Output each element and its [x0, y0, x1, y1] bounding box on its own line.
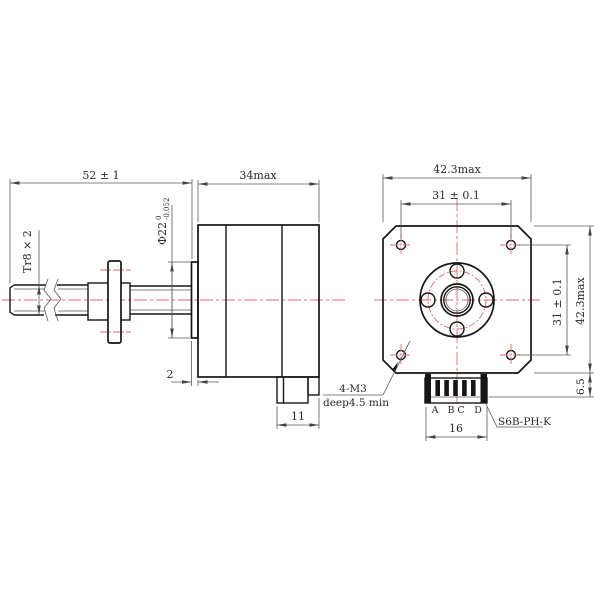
dim-width-max: 42.3max — [382, 163, 532, 222]
pilot-boss-circle — [419, 262, 495, 338]
connector-protrusion-label: 6.5 — [575, 378, 587, 395]
thread-dim-label: Tr8 × 2 — [21, 230, 34, 273]
connector-pins — [435, 380, 476, 396]
boss-protrusion-label: 2 — [167, 368, 174, 381]
height-max-label: 42.3max — [574, 277, 587, 325]
faceplate-screws — [420, 263, 494, 337]
width-max-label: 42.3max — [433, 163, 481, 176]
mounting-holes-label: 4-M3 — [339, 383, 367, 395]
overall-length-label: 52 ± 1 — [82, 169, 119, 182]
dim-connector-depth: 11 — [276, 398, 320, 429]
hole-spacing-v-label: 31 ± 0.1 — [551, 278, 564, 326]
dim-hole-spacing-vertical: 31 ± 0.1 — [517, 244, 571, 356]
shaft-end — [440, 283, 474, 317]
connector-front — [424, 374, 488, 404]
flange-centermarks — [100, 269, 131, 333]
break-line — [53, 278, 62, 322]
leader-arrowhead — [392, 362, 398, 371]
side-view: Tr8 × 2 52 — [2, 169, 348, 429]
pin-label-c: C — [457, 405, 464, 416]
hole-spacing-h-label: 31 ± 0.1 — [432, 189, 480, 202]
connector-width-label: 16 — [449, 422, 463, 435]
motor-body-side — [197, 224, 320, 378]
shaft-rear — [130, 285, 191, 315]
dim-thread: Tr8 × 2 — [21, 230, 41, 315]
shaft-collar — [87, 260, 131, 344]
flange-disc — [107, 260, 122, 344]
motor-faceplate — [382, 225, 532, 374]
body-length-label: 34max — [239, 169, 277, 182]
callout-mounting-holes: 4-M3 deep4.5 min — [323, 340, 411, 409]
pilot-tol-lower: -0.052 — [163, 198, 171, 220]
pin-label-a: A — [431, 405, 439, 416]
pin-label-b: B — [448, 405, 455, 416]
break-line — [43, 278, 52, 322]
dim-overall-length: 52 ± 1 — [9, 169, 193, 283]
dim-height-max: 42.3max — [534, 225, 594, 374]
connector-side — [276, 376, 320, 404]
dim-hole-spacing-horizontal: 31 ± 0.1 — [400, 189, 512, 238]
bolt-circle — [427, 270, 487, 330]
thread-root-lines — [14, 288, 88, 312]
dim-body-length: 34max — [197, 169, 320, 222]
pin-labels: A B C D — [431, 405, 483, 416]
dim-connector-protrusion: 6.5 — [489, 373, 594, 398]
callout-connector-part: S6B-PH-K — [485, 403, 551, 428]
mounting-holes-depth-label: deep4.5 min — [323, 397, 389, 409]
dim-boss-protrusion: 2 — [167, 341, 219, 386]
pilot-tol-upper: 0 — [155, 216, 163, 220]
connector-depth-label: 11 — [291, 410, 305, 423]
pilot-diameter-label: Φ22 — [156, 222, 169, 245]
connector-part-label: S6B-PH-K — [498, 416, 551, 428]
dim-connector-width: 16 — [425, 407, 488, 441]
dim-pilot-diameter: Φ22 0 -0.052 — [155, 198, 190, 339]
front-view: 42.3max 31 ± 0.1 31 ± 0.1 42.3max 6 — [323, 163, 594, 441]
pin-label-d: D — [474, 405, 482, 416]
